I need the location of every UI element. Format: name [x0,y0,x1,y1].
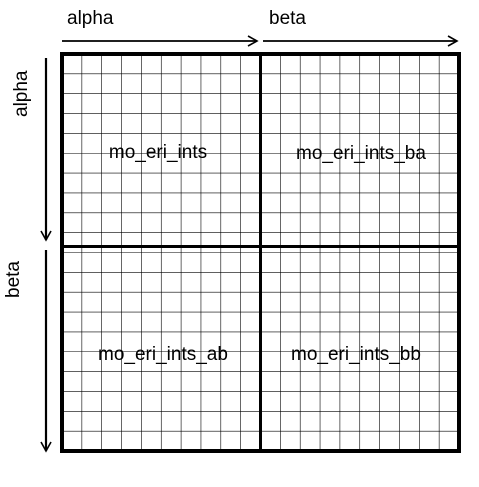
block-label-beta-beta: mo_eri_ints_bb [291,344,421,365]
block-label-alpha-beta: mo_eri_ints_ab [98,344,228,365]
top-axis-label-beta: beta [269,8,306,29]
left-axis-label-alpha: alpha [11,70,32,117]
left-axis-label-beta: beta [3,261,24,298]
block-label-alpha-alpha: mo_eri_ints [109,142,207,163]
block-label-beta-alpha: mo_eri_ints_ba [296,143,426,164]
top-axis-label-alpha: alpha [67,8,114,29]
